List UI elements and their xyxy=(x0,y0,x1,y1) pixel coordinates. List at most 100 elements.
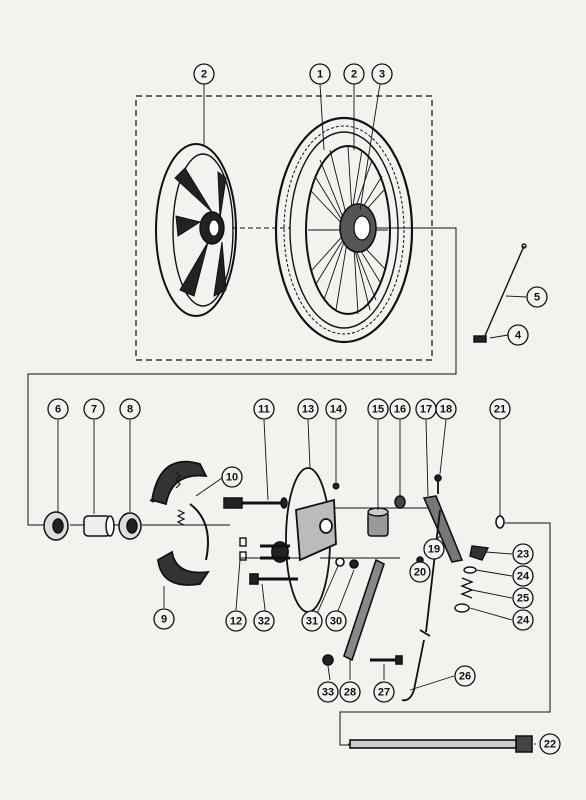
brake-cam xyxy=(223,497,288,509)
callout-circle xyxy=(423,538,445,560)
tire-wheel xyxy=(274,116,414,344)
callout-circle xyxy=(409,561,431,583)
callout-c4: 4 xyxy=(507,324,529,346)
callout-c22: 22 xyxy=(539,733,561,755)
callout-circle xyxy=(83,398,105,420)
callout-label: 20 xyxy=(414,567,426,579)
callout-label: 18 xyxy=(440,404,452,416)
callout-c7: 7 xyxy=(83,398,105,420)
callout-circle xyxy=(153,608,175,630)
callout-label: 27 xyxy=(378,687,390,699)
callout-label: 33 xyxy=(322,687,334,699)
callout-label: 23 xyxy=(517,549,529,561)
callout-label: 30 xyxy=(330,616,342,628)
callout-circle xyxy=(325,610,347,632)
callout-circle xyxy=(253,398,275,420)
callout-circle xyxy=(507,324,529,346)
callout-c31: 31 xyxy=(301,610,323,632)
callout-label: 32 xyxy=(258,616,270,628)
axle xyxy=(349,735,533,753)
callout-c16: 16 xyxy=(389,398,411,420)
callout-label: 2 xyxy=(351,69,357,81)
adjuster xyxy=(454,545,490,613)
callout-circle xyxy=(454,665,476,687)
callout-label: 6 xyxy=(55,404,61,416)
callout-c5: 5 xyxy=(526,286,548,308)
callout-label: 3 xyxy=(379,69,385,81)
callout-circle xyxy=(512,609,534,631)
callout-circle xyxy=(435,398,457,420)
callout-c33: 33 xyxy=(317,681,339,703)
callout-c13: 13 xyxy=(297,398,319,420)
callout-circle xyxy=(343,63,365,85)
callout-c32: 32 xyxy=(253,610,275,632)
callout-label: 24 xyxy=(517,615,530,627)
callout-c12: 12 xyxy=(225,610,247,632)
brake-plate xyxy=(260,467,337,613)
nut-14 xyxy=(332,482,340,490)
callout-label: 1 xyxy=(317,69,323,81)
bolt-32 xyxy=(249,573,298,585)
torque-link xyxy=(322,557,403,666)
callout-label: 2 xyxy=(201,69,207,81)
callout-circle xyxy=(539,733,561,755)
brake-rod xyxy=(401,509,441,702)
callout-c17: 17 xyxy=(415,398,437,420)
bearing-left xyxy=(43,511,69,541)
washer-16 xyxy=(394,495,406,509)
pins xyxy=(239,537,247,561)
callout-label: 5 xyxy=(534,292,540,304)
callout-label: 19 xyxy=(428,544,440,556)
callout-label: 26 xyxy=(459,671,471,683)
callout-label: 15 xyxy=(372,404,384,416)
callout-c10: 10 xyxy=(221,466,243,488)
callout-circle xyxy=(339,681,361,703)
callout-label: 7 xyxy=(91,404,97,416)
callout-circle xyxy=(301,610,323,632)
callout-circle xyxy=(221,466,243,488)
callout-label: 24 xyxy=(517,571,530,583)
callout-c20: 20 xyxy=(409,561,431,583)
callout-label: 14 xyxy=(330,404,343,416)
ring-21 xyxy=(495,515,505,529)
callout-circle xyxy=(373,681,395,703)
callout-c2a: 2 xyxy=(193,63,215,85)
callout-circle xyxy=(512,543,534,565)
callout-circle xyxy=(225,610,247,632)
callout-c1: 1 xyxy=(309,63,331,85)
callout-c6: 6 xyxy=(47,398,69,420)
callout-label: 17 xyxy=(420,404,432,416)
callout-c28: 28 xyxy=(339,681,361,703)
callout-circle xyxy=(253,610,275,632)
callout-circle xyxy=(526,286,548,308)
callout-circle xyxy=(367,398,389,420)
callout-circle xyxy=(297,398,319,420)
callout-circle xyxy=(512,587,534,609)
callout-label: 11 xyxy=(258,404,270,416)
callout-c14: 14 xyxy=(325,398,347,420)
callout-label: 9 xyxy=(161,614,167,626)
callout-label: 31 xyxy=(306,616,318,628)
callout-circle xyxy=(371,63,393,85)
callout-label: 10 xyxy=(226,472,238,484)
callout-c23: 23 xyxy=(512,543,534,565)
callout-c9: 9 xyxy=(153,608,175,630)
callout-c30: 30 xyxy=(325,610,347,632)
callout-circle xyxy=(309,63,331,85)
callout-c19: 19 xyxy=(423,538,445,560)
callout-label: 21 xyxy=(494,404,506,416)
callout-circle xyxy=(119,398,141,420)
callout-c26: 26 xyxy=(454,665,476,687)
callout-circle xyxy=(512,565,534,587)
callout-circle xyxy=(47,398,69,420)
spacer-tube xyxy=(83,515,115,537)
callout-c18: 18 xyxy=(435,398,457,420)
spoke-part xyxy=(473,243,527,343)
callout-circle xyxy=(389,398,411,420)
callout-circle xyxy=(317,681,339,703)
callout-label: 16 xyxy=(394,404,406,416)
callout-circle xyxy=(325,398,347,420)
callout-c15: 15 xyxy=(367,398,389,420)
